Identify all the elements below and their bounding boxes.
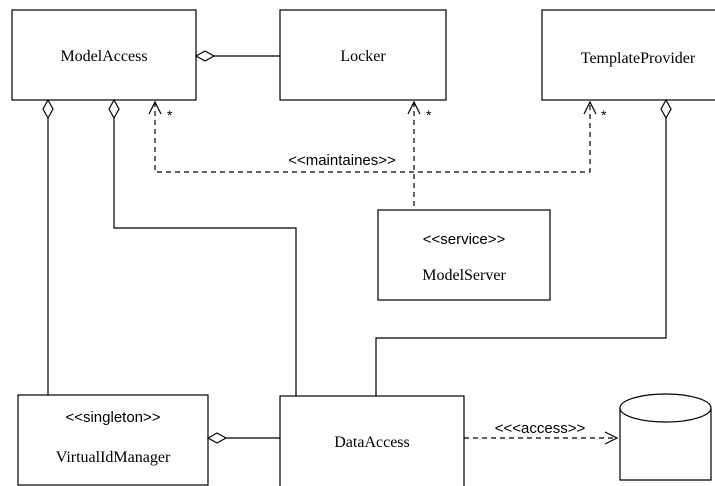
aggregation-data-access-template-provider bbox=[375, 98, 672, 396]
class-model-server: <<service>> ModelServer bbox=[377, 209, 551, 301]
aggregation-diamond bbox=[194, 50, 216, 62]
class-name: ModelAccess bbox=[60, 48, 147, 65]
open-arrowhead bbox=[604, 431, 619, 445]
aggregation-locker-model-access bbox=[194, 50, 280, 62]
class-name: Locker bbox=[340, 48, 386, 65]
multiplicity-label: * bbox=[601, 107, 607, 123]
open-arrowhead bbox=[407, 100, 421, 115]
class-model-access: ModelAccess bbox=[11, 9, 197, 101]
class-template-provider: TemplateProvider bbox=[541, 9, 715, 101]
dependency-model-server-locker: * bbox=[407, 100, 432, 210]
class-virtual-id-manager: <<singleton>> VirtualIdManager bbox=[17, 394, 209, 486]
aggregation-diamond bbox=[660, 98, 672, 120]
class-locker: Locker bbox=[279, 9, 447, 101]
aggregation-data-access-virtual-id-manager bbox=[206, 432, 280, 444]
class-name: ModelServer bbox=[422, 267, 506, 284]
multiplicity-label: * bbox=[167, 107, 173, 123]
relation-label: <<<access>> bbox=[495, 420, 586, 437]
class-name: TemplateProvider bbox=[581, 50, 696, 67]
open-arrowhead bbox=[583, 100, 597, 115]
class-stereotype: <<service>> bbox=[423, 231, 506, 248]
open-arrowhead bbox=[148, 100, 162, 115]
label-background bbox=[272, 150, 412, 170]
dependency-data-access-database: <<<access>> bbox=[464, 420, 619, 445]
aggregation-virtual-id-manager-model-access bbox=[42, 98, 54, 395]
multiplicity-label: * bbox=[426, 107, 432, 123]
class-name: VirtualIdManager bbox=[56, 449, 171, 466]
class-stereotype: <<singleton>> bbox=[65, 409, 160, 426]
aggregation-data-access-model-access bbox=[108, 98, 297, 396]
aggregation-diamond bbox=[42, 98, 54, 120]
dependency-maintaines: <<maintaines>> * * bbox=[148, 100, 607, 173]
class-data-access: DataAccess bbox=[279, 395, 465, 486]
relation-label: <<maintaines>> bbox=[288, 152, 396, 169]
class-name: DataAccess bbox=[334, 434, 410, 451]
aggregation-diamond bbox=[108, 98, 120, 120]
database-icon bbox=[619, 393, 712, 481]
aggregation-diamond bbox=[206, 432, 228, 444]
